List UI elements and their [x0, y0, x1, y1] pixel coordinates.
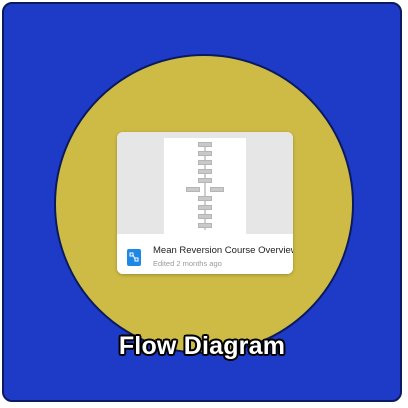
flow-spine — [204, 144, 206, 230]
tile-caption: Flow Diagram — [118, 332, 286, 360]
diagram-file-icon — [127, 249, 141, 266]
flow-node — [198, 214, 212, 219]
flow-node — [198, 142, 212, 147]
flow-node — [198, 178, 212, 183]
flow-node — [198, 223, 212, 228]
file-thumbnail — [117, 132, 293, 234]
flow-node — [198, 196, 212, 201]
thumbnail-page — [164, 138, 246, 234]
file-title: Mean Reversion Course Overview — [153, 245, 293, 256]
tile-frame: Mean Reversion Course Overview Edited 2 … — [2, 2, 402, 402]
flow-node — [198, 205, 212, 210]
flow-node — [198, 160, 212, 165]
file-edited-time: Edited 2 months ago — [153, 259, 222, 268]
file-card-footer: Mean Reversion Course Overview Edited 2 … — [117, 234, 293, 274]
flow-node — [186, 187, 200, 192]
file-card[interactable]: Mean Reversion Course Overview Edited 2 … — [117, 132, 293, 274]
flow-node — [198, 151, 212, 156]
flow-node — [210, 187, 224, 192]
flow-node — [198, 169, 212, 174]
